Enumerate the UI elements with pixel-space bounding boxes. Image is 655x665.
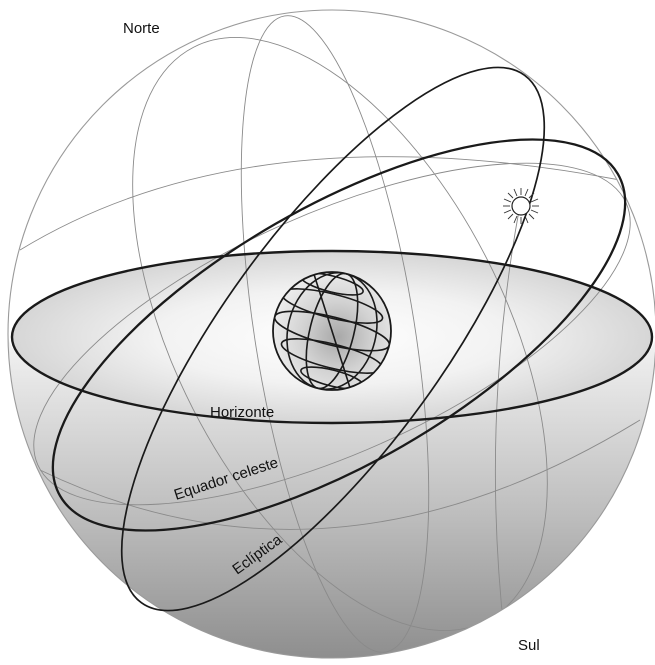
hour-circle-line bbox=[240, 15, 430, 653]
sun-icon bbox=[503, 188, 539, 224]
north-label: Norte bbox=[123, 20, 160, 37]
south-label: Sul bbox=[518, 637, 540, 654]
celestial-sphere-outline bbox=[7, 9, 655, 659]
ecliptic-circle bbox=[120, 66, 546, 612]
lower-parallel-line bbox=[39, 419, 641, 530]
upper-parallel-line bbox=[19, 156, 621, 251]
horizon-label: Horizonte bbox=[210, 404, 274, 421]
horizon-circle bbox=[10, 249, 654, 425]
sun-vertical-line bbox=[494, 204, 521, 641]
celestial-equator-circle bbox=[51, 138, 627, 532]
